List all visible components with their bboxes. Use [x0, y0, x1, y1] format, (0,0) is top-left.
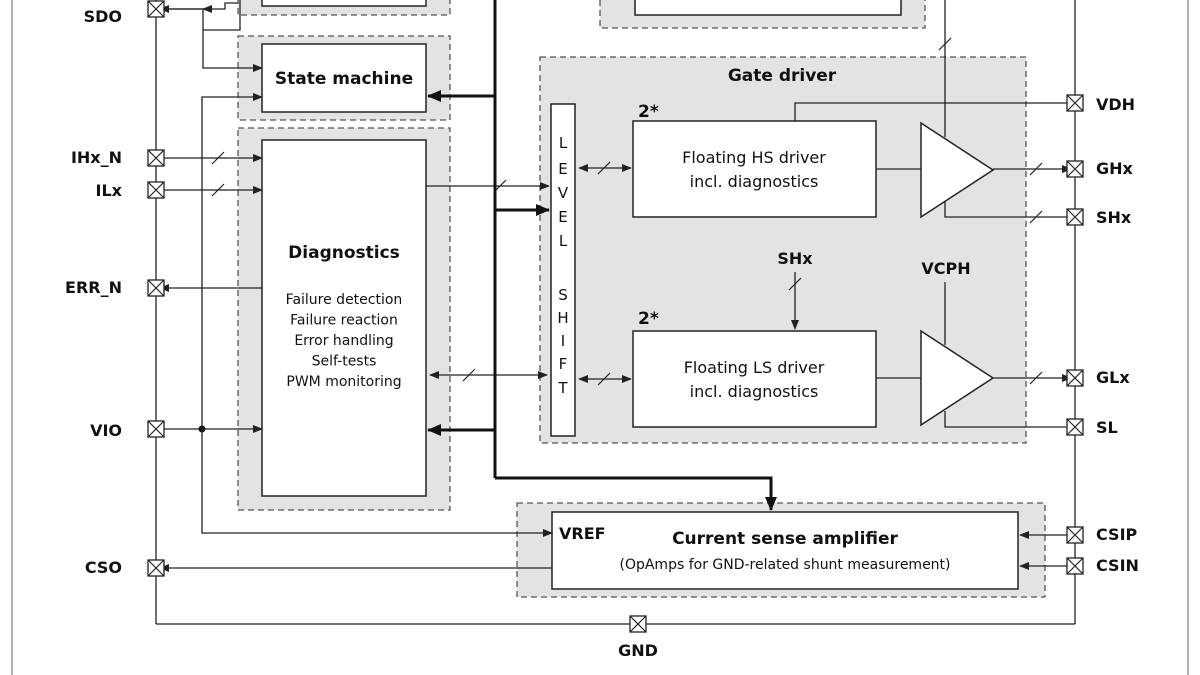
- diagnostics-item: Self-tests: [312, 354, 377, 370]
- hs-driver-line2: incl. diagnostics: [690, 172, 819, 191]
- level-shift-letter: T: [557, 379, 568, 397]
- top-left-region: [237, 0, 451, 16]
- state-machine-title: State machine: [275, 69, 413, 89]
- hs-count-label: 2*: [638, 102, 659, 122]
- pin-ilx: [147, 181, 165, 199]
- pin-ghx: [1066, 160, 1084, 178]
- diagnostics-item: Failure detection: [286, 292, 403, 308]
- level-shift-letter: L: [559, 134, 568, 152]
- pin-label-sl: SL: [1096, 418, 1118, 437]
- vdh-wire: [794, 102, 1071, 121]
- pin-shx: [1066, 208, 1084, 226]
- gate-driver-title: Gate driver: [728, 66, 837, 86]
- vcph-label: VCPH: [921, 259, 970, 278]
- ls-driver-line1: Floating LS driver: [684, 358, 825, 377]
- hs-driver-line1: Floating HS driver: [682, 148, 826, 167]
- pin-csip: [1066, 526, 1084, 544]
- level-shift-letter: E: [558, 208, 567, 226]
- csa-block: [551, 511, 1019, 590]
- pin-err-n: [147, 279, 165, 297]
- pin-vio: [147, 420, 165, 438]
- vio-to-vref-wire: [201, 429, 553, 537]
- level-shift-letter: V: [558, 184, 569, 202]
- pin-label-shx: SHx: [1096, 208, 1132, 227]
- diagnostics-item: Error handling: [294, 333, 393, 349]
- vio-to-sm-wire: [201, 93, 263, 429]
- pin-glx: [1066, 369, 1084, 387]
- pin-sl: [1066, 418, 1084, 436]
- level-shift-block: [550, 103, 576, 437]
- state-machine-region: State machine: [237, 35, 451, 121]
- shx-internal-label: SHx: [777, 249, 813, 268]
- pin-label-cso: CSO: [85, 558, 122, 577]
- pin-label-csin: CSIN: [1096, 556, 1139, 575]
- pin-label-glx: GLx: [1096, 368, 1130, 387]
- pin-sdo: [147, 0, 165, 18]
- pin-csin: [1066, 557, 1084, 575]
- pin-label-vdh: VDH: [1096, 95, 1135, 114]
- pin-label-ilx: ILx: [96, 181, 123, 200]
- level-shift-letter: L: [559, 232, 568, 250]
- sl-wire: [944, 411, 1071, 428]
- ls-count-label: 2*: [638, 309, 659, 329]
- shx-wire: [944, 201, 1071, 218]
- csa-subtitle: (OpAmps for GND-related shunt measuremen…: [619, 557, 950, 573]
- diagnostics-item: Failure reaction: [290, 313, 398, 329]
- pin-label-err-n: ERR_N: [65, 278, 122, 297]
- pin-label-ghx: GHx: [1096, 159, 1134, 178]
- pin-label-ihx-n: IHx_N: [71, 148, 122, 167]
- pin-gnd: [629, 615, 647, 633]
- level-shift-letter: I: [561, 332, 565, 350]
- diagnostics-item: PWM monitoring: [286, 374, 401, 390]
- pin-vdh: [1066, 94, 1084, 112]
- top-feedback-wire: [203, 0, 241, 31]
- csa-region: Current sense amplifier (OpAmps for GND-…: [516, 502, 1046, 598]
- bus-to-csa: [495, 476, 777, 511]
- level-shift-letter: H: [557, 309, 568, 327]
- pin-ihx-n: [147, 149, 165, 167]
- pin-label-csip: CSIP: [1096, 525, 1138, 544]
- sdo-to-sm-wire: [202, 9, 263, 72]
- pin-boxes: [147, 0, 1084, 633]
- vref-label: VREF: [559, 524, 606, 543]
- pin-cso: [147, 559, 165, 577]
- sdo-drive-wire: [202, 2, 238, 13]
- level-shift-letter: S: [558, 286, 568, 304]
- top-right-region: [599, 0, 926, 29]
- pin-label-vio: VIO: [90, 421, 122, 440]
- diagnostics-block: [261, 139, 427, 497]
- level-shift-letter: E: [558, 160, 567, 178]
- hs-amplifier-triangle: [920, 121, 995, 219]
- level-shift-letter: F: [559, 355, 568, 373]
- ls-driver-block: [632, 330, 877, 428]
- pin-label-sdo: SDO: [84, 7, 122, 26]
- state-machine-block: [261, 43, 427, 113]
- ls-driver-line2: incl. diagnostics: [690, 382, 819, 401]
- hs-driver-block: [632, 120, 877, 218]
- outer-frame: [11, 0, 1189, 675]
- pin-label-gnd: GND: [618, 641, 658, 660]
- csa-title: Current sense amplifier: [672, 529, 898, 549]
- diagnostics-title: Diagnostics: [288, 243, 400, 263]
